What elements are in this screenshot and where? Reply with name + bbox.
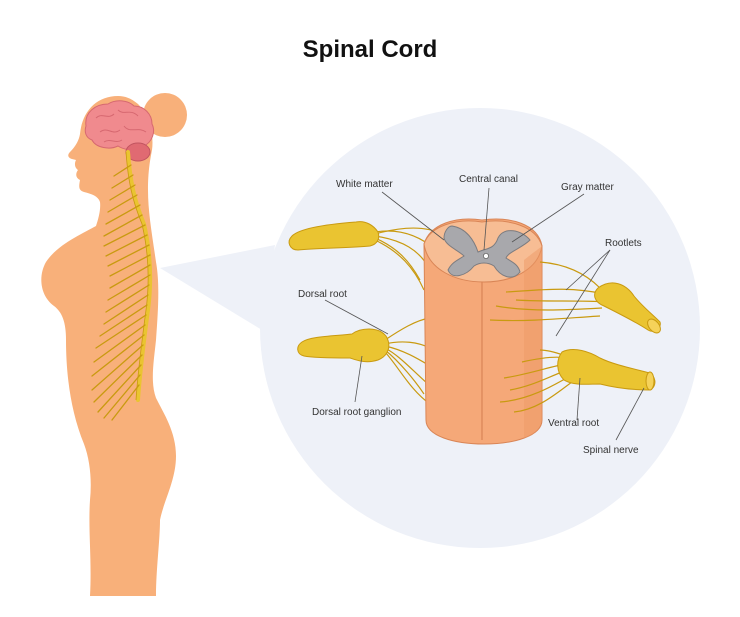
leader-lines (324, 187, 645, 441)
cord-shading (524, 246, 542, 438)
right-upper-nerve-end (647, 318, 661, 334)
brain (84, 100, 155, 151)
label-white-matter: White matter (336, 179, 393, 190)
body-spinal-nerves (91, 164, 151, 421)
label-spinal-nerve: Spinal nerve (583, 445, 639, 456)
hair-bun (143, 93, 187, 137)
label-ventral-root: Ventral root (548, 418, 599, 429)
brain-folds (95, 109, 147, 143)
diagram-title: Spinal Cord (302, 36, 438, 63)
label-rootlets: Rootlets (605, 238, 642, 249)
label-central-canal: Central canal (459, 174, 518, 185)
gray-matter-shape (443, 225, 531, 278)
central-canal (482, 252, 489, 259)
human-figure (41, 93, 187, 596)
label-dorsal-root: Dorsal root (298, 289, 347, 300)
label-gray-matter: Gray matter (561, 182, 614, 193)
right-lower-nerve-end (645, 371, 655, 391)
label-dorsal-root-ganglion: Dorsal root ganglion (312, 407, 402, 418)
left-upper-nerve (288, 221, 380, 251)
spinal-cord-body (126, 150, 153, 402)
dorsal-root-ganglion-left (297, 328, 390, 363)
zoom-cone (160, 245, 275, 330)
body-silhouette (41, 96, 176, 596)
cord-cross-section (288, 218, 661, 445)
